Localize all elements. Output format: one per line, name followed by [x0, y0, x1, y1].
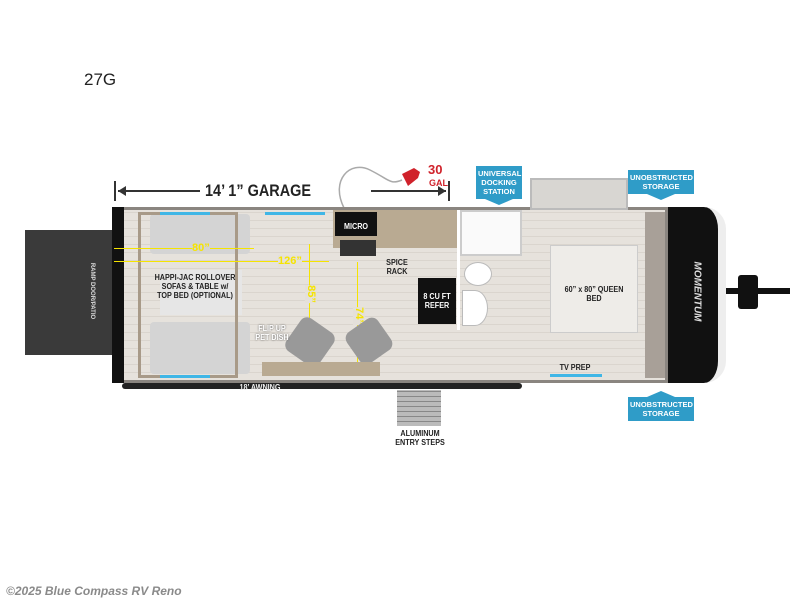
spice-rack-label: SPICE RACK: [386, 258, 408, 276]
watermark: ©2025 Blue Compass RV Reno: [6, 584, 182, 598]
pet-dish-label: FLIP UP PET DISH: [255, 324, 289, 342]
window: [160, 375, 210, 378]
stove: [340, 240, 376, 256]
dimension-height-1: 85”: [304, 285, 317, 303]
front-cap: [668, 207, 726, 383]
hitch: [726, 288, 790, 294]
bath-wall: [457, 210, 460, 330]
fuel-nozzle-icon: [338, 166, 420, 209]
front-storage-wall: [645, 212, 665, 378]
fuel-unit: GAL: [429, 178, 448, 188]
dimension-sofa-width: 80”: [192, 242, 210, 254]
pass-through-storage: [530, 178, 628, 210]
window: [160, 212, 210, 215]
dimension-garage-depth: 126”: [278, 255, 302, 267]
garage-dimension-label: 14’ 1” GARAGE: [205, 181, 312, 200]
tv-prep-label: TV PREP: [559, 363, 591, 372]
refrigerator: [418, 278, 456, 324]
shower: [460, 210, 522, 256]
dimension-line-85: [309, 244, 310, 372]
toilet: [464, 262, 492, 286]
docking-station-callout: UNIVERSAL DOCKING STATION: [476, 166, 522, 205]
micro-label: MICRO: [343, 222, 368, 231]
hitch-jack: [738, 275, 758, 309]
window: [265, 212, 325, 215]
refer-label: 8 CU FT REFER: [423, 292, 451, 310]
ramp-door-label: RAMP DOOR/PATIO: [89, 262, 95, 320]
dimension-line-80: [114, 248, 254, 249]
model-name: 27G: [84, 70, 117, 89]
awning: [122, 383, 522, 389]
storage-callout-top: UNOBSTRUCTED STORAGE: [628, 170, 694, 200]
ramp-door: [25, 230, 115, 355]
dimension-line-126: [114, 261, 329, 262]
queen-bed: [550, 245, 638, 333]
entertainment-console: [262, 362, 380, 376]
sofa-table: [160, 270, 242, 315]
entry-steps: [397, 390, 441, 426]
sink: [462, 290, 488, 326]
storage-callout-bottom: UNOBSTRUCTED STORAGE: [628, 391, 694, 421]
rear-wall: [112, 207, 124, 383]
entry-steps-label: ALUMINUM ENTRY STEPS: [395, 429, 445, 447]
fuel-amount: 30: [428, 162, 443, 177]
sofas-label: HAPPI-JAC ROLLOVER SOFAS & TABLE w/ TOP …: [154, 273, 236, 300]
awning-label: 18’ AWNING: [239, 383, 281, 392]
sofa-bottom: [150, 322, 250, 374]
garage-dimension-line: [114, 181, 450, 201]
queen-bed-label: 60” x 80” QUEEN BED: [564, 285, 624, 303]
tv-prep: [550, 374, 602, 377]
microwave: [335, 212, 377, 236]
brand-logo: MOMENTUM: [691, 261, 703, 322]
